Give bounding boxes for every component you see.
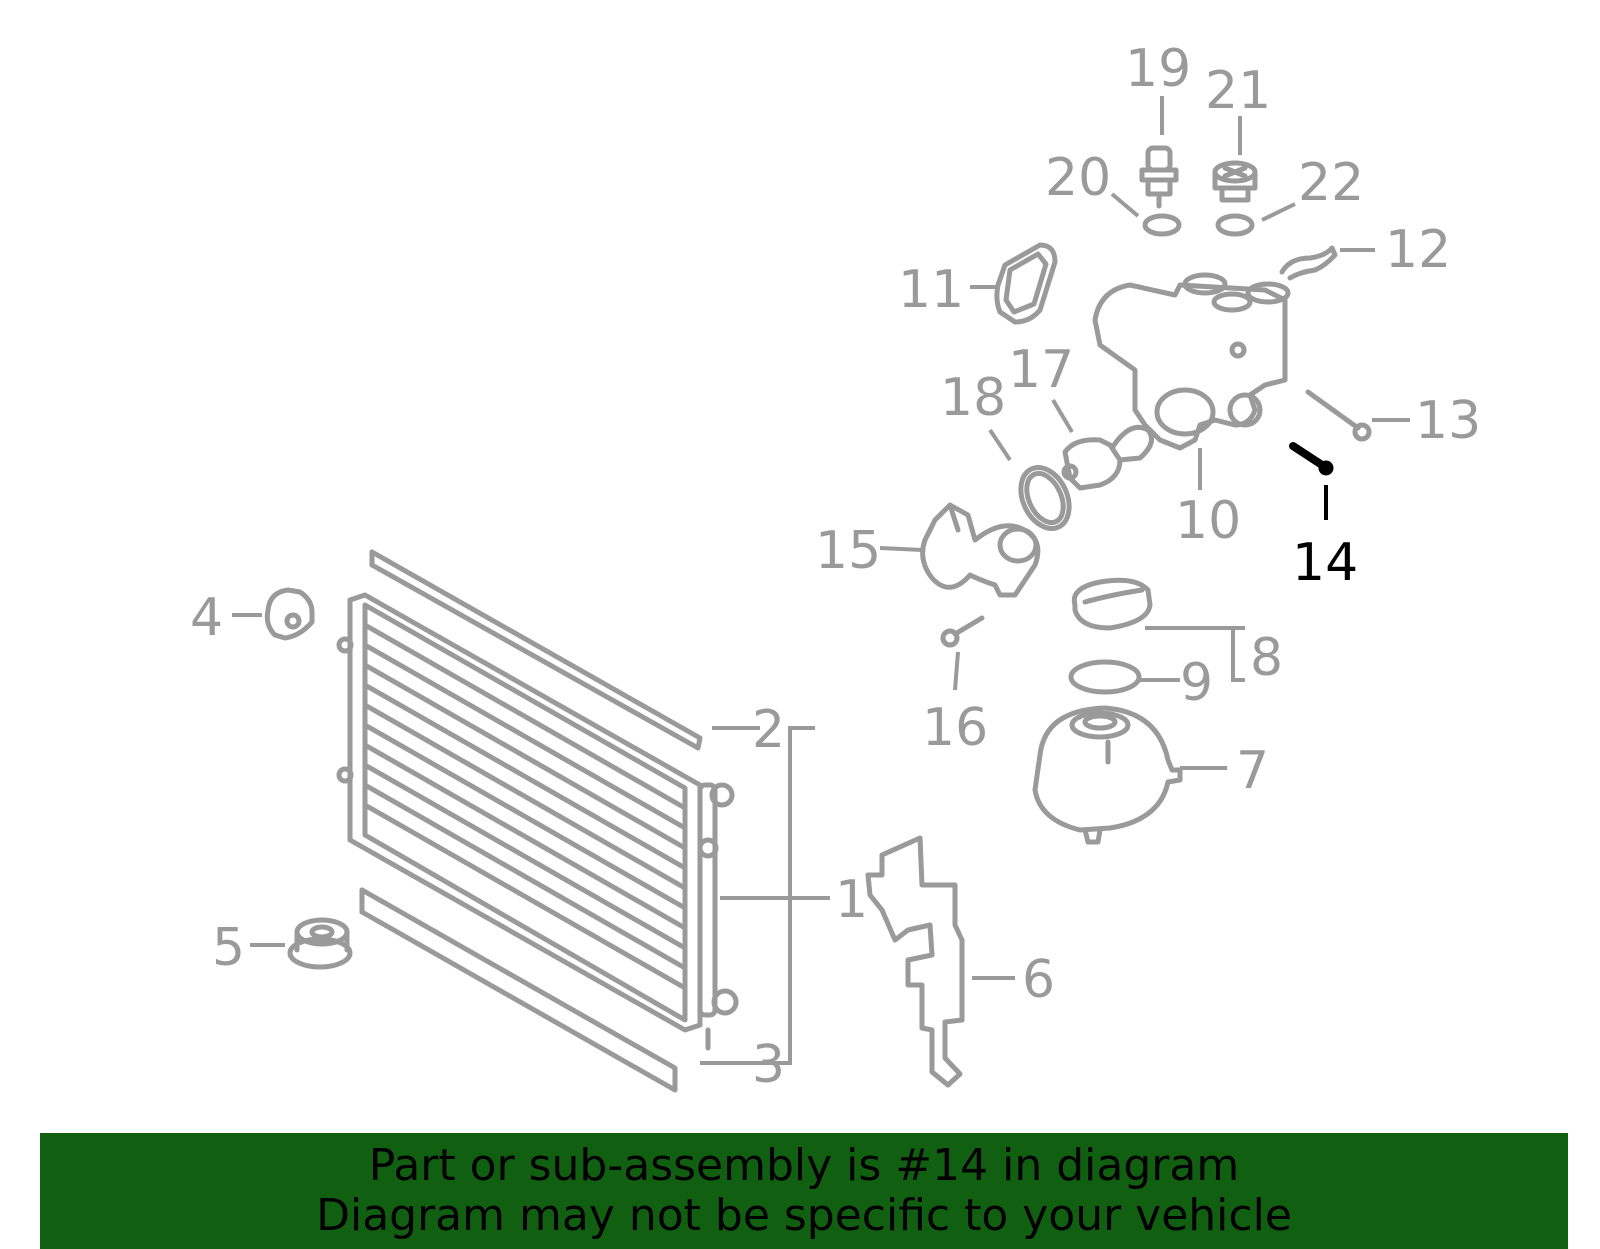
coolant-reservoir xyxy=(1032,705,1183,845)
parts-diagram: 1 2 3 4 5 6 7 8 9 10 11 12 13 14 15 16 1… xyxy=(190,39,1481,1095)
radiator-mount xyxy=(264,587,315,641)
callout-17: 17 xyxy=(1008,340,1074,400)
bushing xyxy=(287,917,353,970)
callout-19: 19 xyxy=(1125,39,1191,99)
info-banner: Part or sub-assembly is #14 in diagram D… xyxy=(40,1133,1568,1249)
coolant-flange xyxy=(1092,272,1291,451)
callout-5: 5 xyxy=(212,918,245,978)
callout-8: 8 xyxy=(1250,628,1283,688)
radiator xyxy=(336,592,739,1051)
thermostat-housing xyxy=(920,502,1041,598)
flange-gasket xyxy=(994,242,1058,325)
callout-16: 16 xyxy=(922,698,988,758)
callout-1: 1 xyxy=(835,870,868,930)
lower-seal-strip xyxy=(359,887,678,1093)
highlighted-bolt xyxy=(1289,442,1334,476)
plug-o-ring xyxy=(1215,213,1255,237)
thermostat-seal xyxy=(1018,465,1072,531)
callout-3: 3 xyxy=(752,1035,785,1095)
banner-line-1: Part or sub-assembly is #14 in diagram xyxy=(368,1140,1240,1191)
banner-line-2: Diagram may not be specific to your vehi… xyxy=(316,1190,1292,1241)
cap-seal xyxy=(1068,659,1142,695)
callout-7: 7 xyxy=(1236,741,1269,801)
callout-11: 11 xyxy=(898,260,964,320)
callout-4: 4 xyxy=(190,588,223,648)
callout-14: 14 xyxy=(1292,533,1358,593)
callout-12: 12 xyxy=(1385,220,1451,280)
reservoir-cap xyxy=(1071,577,1153,631)
leader-lines xyxy=(232,96,1410,1065)
thermostat xyxy=(1061,424,1155,491)
sensor-o-ring xyxy=(1142,213,1182,237)
callout-21: 21 xyxy=(1205,61,1271,121)
long-bolt xyxy=(1305,389,1372,442)
callout-22: 22 xyxy=(1298,153,1364,213)
thermostat-bolt xyxy=(940,615,985,648)
temperature-sensor xyxy=(1139,145,1179,209)
callout-9: 9 xyxy=(1180,653,1213,713)
callout-13: 13 xyxy=(1415,391,1481,451)
callout-10: 10 xyxy=(1175,491,1241,551)
callout-18: 18 xyxy=(940,368,1006,428)
callout-20: 20 xyxy=(1045,148,1111,208)
callout-15: 15 xyxy=(815,521,881,581)
callouts: 1 2 3 4 5 6 7 8 9 10 11 12 13 14 15 16 1… xyxy=(190,39,1481,1095)
callout-2: 2 xyxy=(752,700,785,760)
air-guide xyxy=(865,835,965,1088)
drain-plug xyxy=(1212,160,1258,203)
hose-clip xyxy=(1279,245,1338,281)
callout-6: 6 xyxy=(1022,950,1055,1010)
